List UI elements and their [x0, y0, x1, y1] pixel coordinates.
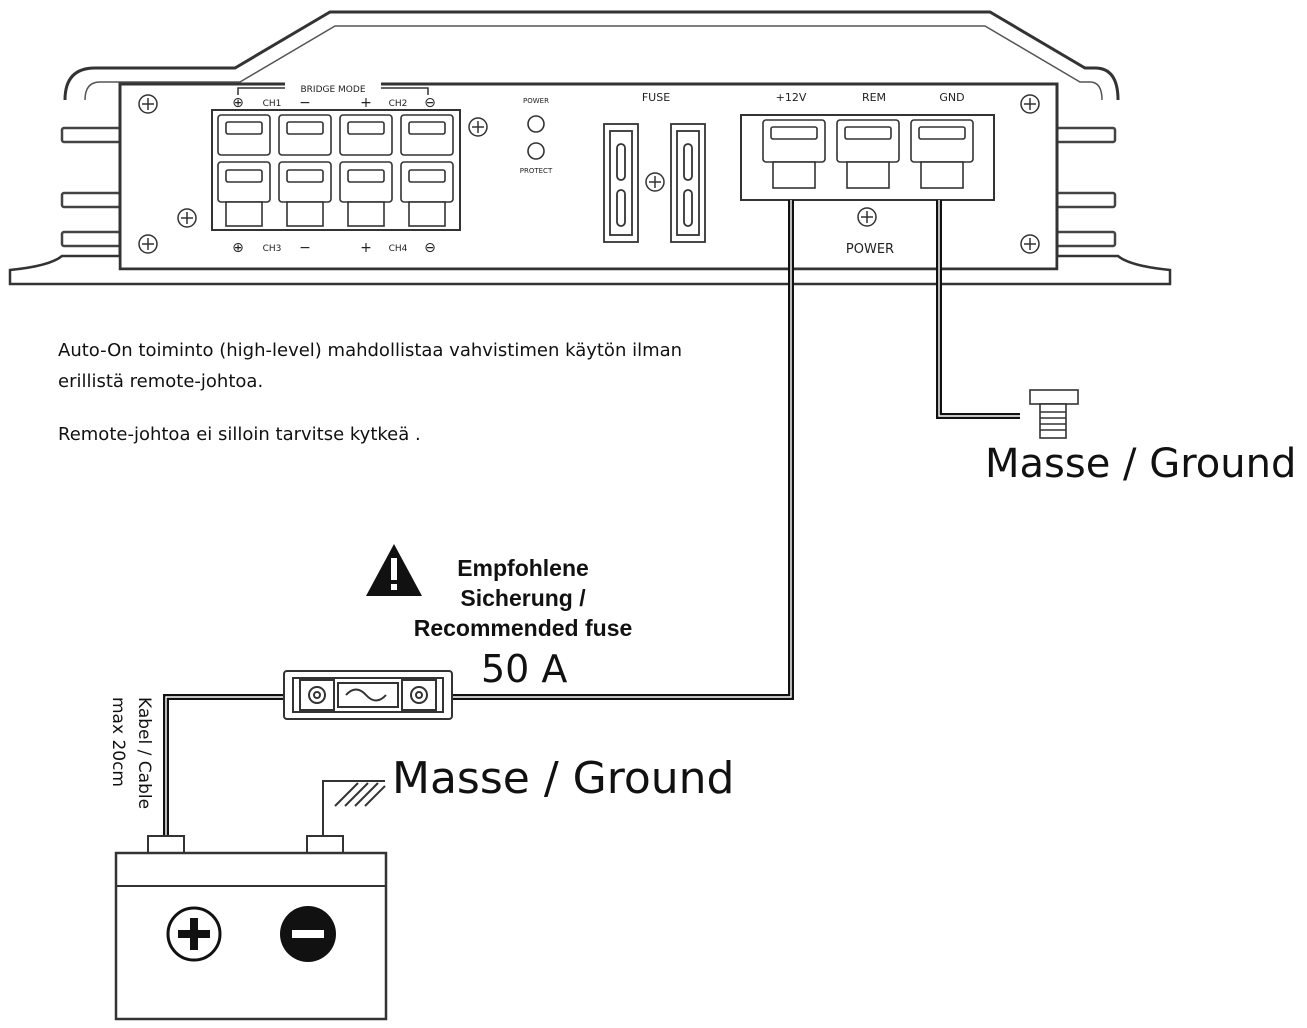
bridge-mode-label: BRIDGE MODE — [301, 85, 366, 95]
ground-label-battery: Masse / Ground — [392, 753, 734, 804]
amplifier: BRIDGE MODE ⊕ CH1 − + CH2 ⊖ ⊕ CH3 − + CH… — [8, 10, 1172, 286]
protect-led-icon — [527, 142, 545, 160]
note-line-1: Auto-On toiminto (high-level) mahdollist… — [58, 340, 682, 361]
amp-fins-right — [1055, 126, 1117, 248]
ch4-minus-label: ⊖ — [424, 240, 436, 256]
ch3-label: CH3 — [263, 244, 282, 254]
fuse-info-line-1: Empfohlene — [457, 555, 589, 581]
ground-label-amp: Masse / Ground — [985, 441, 1296, 487]
ch3-plus-label: ⊕ — [232, 240, 244, 256]
ch2-plus-label: + — [360, 95, 372, 111]
fuse-info-line-3: Recommended fuse — [414, 615, 633, 641]
note-line-2: erillistä remote-johtoa. — [58, 371, 263, 392]
fuse-info-line-2: Sicherung / — [460, 585, 586, 611]
gnd-label: GND — [939, 91, 964, 104]
battery: Masse / Ground — [114, 753, 734, 1021]
note-line-3: Remote-johtoa ei silloin tarvitse kytkeä… — [58, 424, 421, 445]
inline-fuse-icon — [283, 670, 453, 720]
chassis-ground-bolt-icon — [1029, 389, 1079, 439]
amp-fins-left — [60, 126, 122, 248]
battery-plus-terminal — [147, 835, 185, 855]
ch1-label: CH1 — [263, 99, 282, 109]
power-led-icon — [527, 115, 545, 133]
power-block-label: POWER — [846, 242, 894, 257]
speaker-terminal-block — [211, 109, 461, 231]
ch4-plus-label: + — [360, 240, 372, 256]
fuse-value: 50 A — [481, 647, 567, 691]
plus12v-label: +12V — [776, 91, 807, 104]
ch1-plus-label: ⊕ — [232, 95, 244, 111]
power-terminal-block — [740, 114, 995, 201]
speaker-terminals — [217, 114, 454, 227]
protect-led-label: PROTECT — [520, 167, 553, 175]
amp-fuse-icons — [603, 123, 706, 243]
ch4-label: CH4 — [389, 244, 408, 254]
wires — [163, 200, 1020, 836]
rem-label: REM — [862, 91, 886, 104]
battery-minus-icon — [280, 906, 336, 962]
screw-icons — [138, 94, 1040, 254]
ch2-label: CH2 — [389, 99, 408, 109]
ch3-minus-label: − — [299, 240, 311, 256]
cable-note-line-2: max 20cm — [108, 697, 128, 787]
battery-body — [114, 851, 388, 1021]
battery-wire — [163, 694, 284, 836]
ch2-minus-label: ⊖ — [424, 95, 436, 111]
battery-plus-icon — [166, 906, 222, 962]
amp-base — [8, 254, 1172, 286]
battery-ground-icon — [322, 780, 386, 836]
power-led-label: POWER — [523, 97, 549, 105]
ch1-minus-label: − — [299, 95, 311, 111]
amp-heatsink-top — [63, 10, 1120, 101]
battery-minus-terminal — [306, 835, 344, 855]
cable-note-line-1: Kabel / Cable — [134, 697, 154, 809]
warning-icon — [366, 544, 422, 596]
fuse-label: FUSE — [642, 91, 670, 104]
